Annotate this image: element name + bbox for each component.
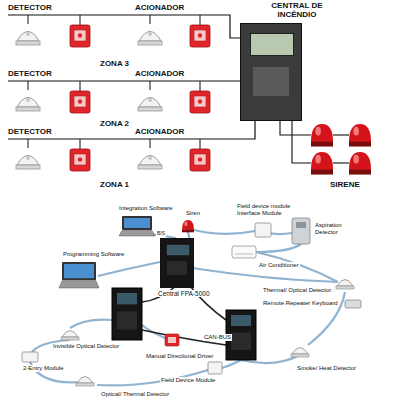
siren-icon xyxy=(349,152,371,175)
device-label: BIS xyxy=(156,231,166,237)
zone-label: ACIONADOR xyxy=(135,4,184,13)
device-label: Thermal/ Optical Detector xyxy=(262,287,332,294)
device-label: Integration Software xyxy=(118,205,174,212)
zone-label: SIRENE xyxy=(330,181,360,190)
zone-label: ZONA 2 xyxy=(100,120,129,129)
panel-display xyxy=(250,33,294,56)
module-icon xyxy=(22,352,38,362)
siren-icon xyxy=(182,220,194,232)
device-label: Invisible Optical Detector xyxy=(52,343,120,350)
siren-icon xyxy=(311,152,333,175)
interface-module-icon xyxy=(255,223,271,237)
manual-driver-icon xyxy=(165,334,179,346)
detector-icon xyxy=(138,98,162,112)
device-label: Field device module Interface Module xyxy=(236,203,300,216)
device-label: Manual Directional Driver xyxy=(145,353,214,360)
detector-icon xyxy=(291,348,309,358)
detector-icon xyxy=(61,331,79,341)
detector-icon xyxy=(16,32,40,46)
zone-label: DETECTOR xyxy=(8,128,52,137)
air-conditioner-icon xyxy=(232,246,256,258)
siren-icon xyxy=(311,124,333,147)
laptop-icon xyxy=(59,262,99,288)
zone-label: DETECTOR xyxy=(8,4,52,13)
control-panel: CENTRAL DE INCÊNDIO xyxy=(238,2,338,121)
detector-icon xyxy=(138,156,162,170)
detector-icon xyxy=(16,156,40,170)
module-icon xyxy=(208,362,222,374)
detector-icon xyxy=(76,377,94,387)
manual-call-point-icon xyxy=(190,25,210,47)
panel-cabinet xyxy=(160,238,194,288)
device-label: Programming Software xyxy=(62,251,125,258)
zone-label: ZONA 3 xyxy=(100,60,129,69)
aspiration-detector-icon xyxy=(292,218,310,244)
device-stub xyxy=(28,15,200,25)
device-label: Optical/ Thermal Detector xyxy=(100,391,170,398)
zone-wire xyxy=(8,15,255,139)
detector-icon xyxy=(16,98,40,112)
keypad-icon xyxy=(345,300,361,308)
control-panel: Central FPA-5000 xyxy=(158,238,228,297)
detector-icon xyxy=(138,32,162,46)
panel-keys xyxy=(253,67,289,96)
panel-heading: Central FPA-5000 xyxy=(158,290,226,297)
device-stub xyxy=(28,139,200,149)
loop-cable xyxy=(30,228,345,385)
panel-display xyxy=(166,244,190,257)
panel-heading: CENTRAL DE INCÊNDIO xyxy=(260,2,334,20)
device-stub xyxy=(28,81,200,91)
detector-icon xyxy=(336,280,354,290)
panel-keys xyxy=(167,261,186,275)
manual-call-point-icon xyxy=(70,25,90,47)
panel-cabinet xyxy=(240,23,302,121)
manual-call-point-icon xyxy=(190,149,210,171)
device-label: Remote Repeater Keyboard xyxy=(262,300,339,307)
zone-label: ZONA 1 xyxy=(100,181,129,190)
manual-call-point-icon xyxy=(70,91,90,113)
device-label: Air Conditioner xyxy=(258,262,300,269)
device-label: CAN-BUS xyxy=(203,334,232,341)
manual-call-point-icon xyxy=(70,149,90,171)
zone-label: DETECTOR xyxy=(8,70,52,79)
device-label: 2-Entry Module xyxy=(22,365,65,372)
manual-call-point-icon xyxy=(190,91,210,113)
device-label: Siren xyxy=(185,210,201,217)
device-label: Aspiration Detector xyxy=(314,222,356,235)
device-label: Smoke/ Heat Detector xyxy=(296,365,357,372)
control-panel-icon xyxy=(112,288,142,340)
zone-label: ACIONADOR xyxy=(135,128,184,137)
zone-label: ACIONADOR xyxy=(135,70,184,79)
siren-icon xyxy=(349,124,371,147)
laptop-icon xyxy=(119,216,155,236)
device-label: Field Device Module xyxy=(160,377,216,384)
